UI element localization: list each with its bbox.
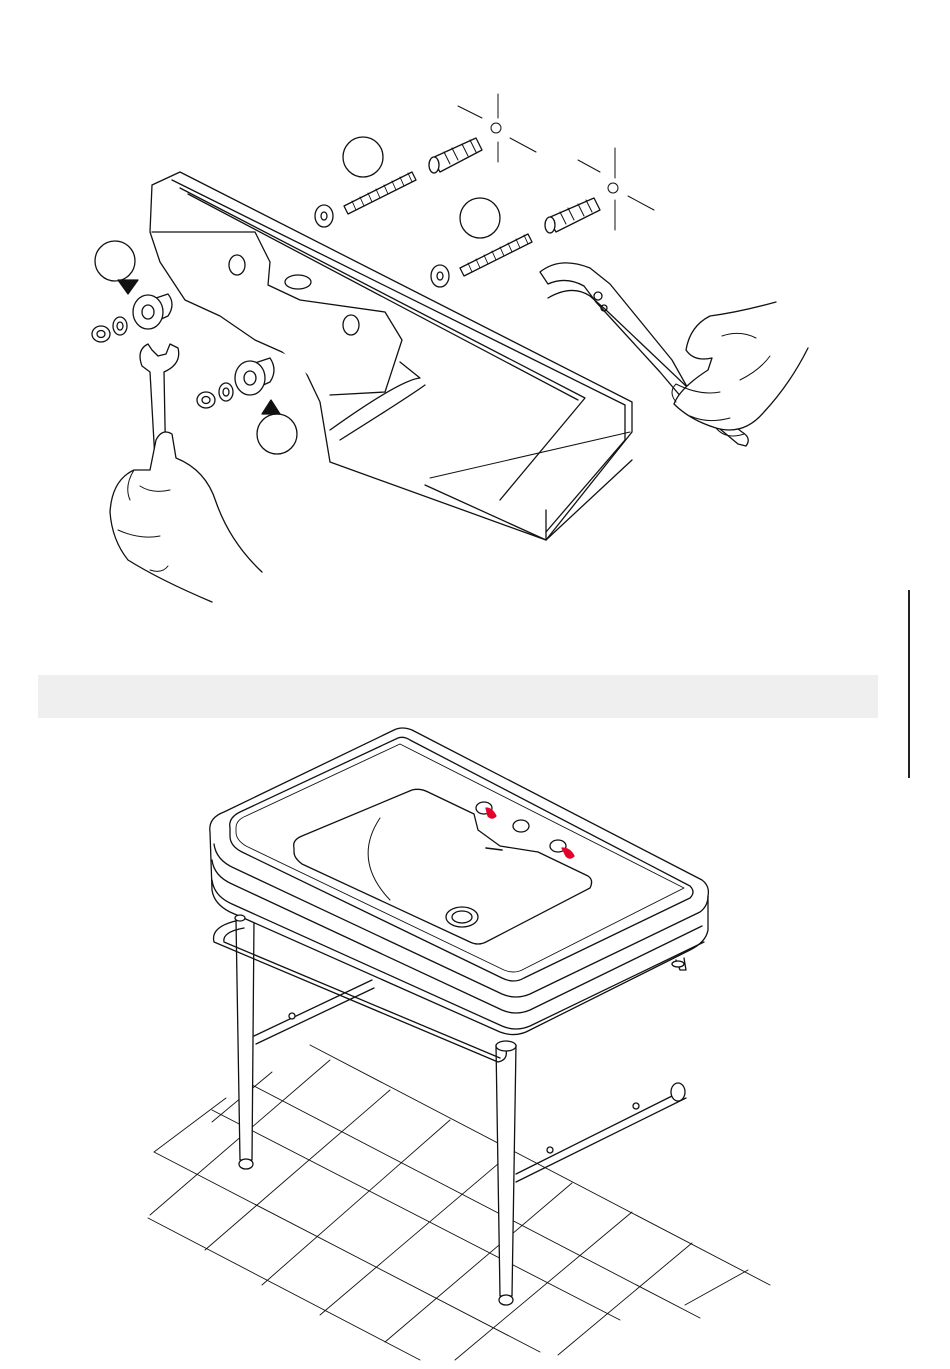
fastener-assembly bbox=[92, 294, 172, 342]
fastener-assembly bbox=[197, 358, 274, 408]
arrow-up-icon bbox=[262, 400, 280, 414]
hand-icon bbox=[672, 302, 808, 436]
wall-mark-crosshair bbox=[578, 148, 654, 230]
arrow-down-icon bbox=[118, 280, 138, 294]
page-edge-rule bbox=[908, 590, 910, 778]
callout-d bbox=[257, 400, 297, 454]
stand-leg bbox=[496, 1045, 516, 1305]
washer bbox=[315, 205, 333, 227]
washer bbox=[431, 265, 449, 287]
threaded-bolt bbox=[344, 172, 416, 214]
console-basin-illustration bbox=[148, 728, 770, 1360]
console-basin bbox=[210, 728, 709, 1035]
callout-a bbox=[343, 137, 383, 177]
callout-b bbox=[460, 198, 500, 238]
wall-anchor-plug bbox=[429, 138, 482, 173]
threaded-bolt bbox=[460, 234, 532, 276]
wall-anchor-plug bbox=[545, 198, 600, 233]
hand-icon bbox=[110, 432, 262, 602]
section-header-bar bbox=[38, 675, 878, 718]
wall-mount-illustration bbox=[92, 94, 808, 602]
callout-c bbox=[95, 241, 138, 294]
